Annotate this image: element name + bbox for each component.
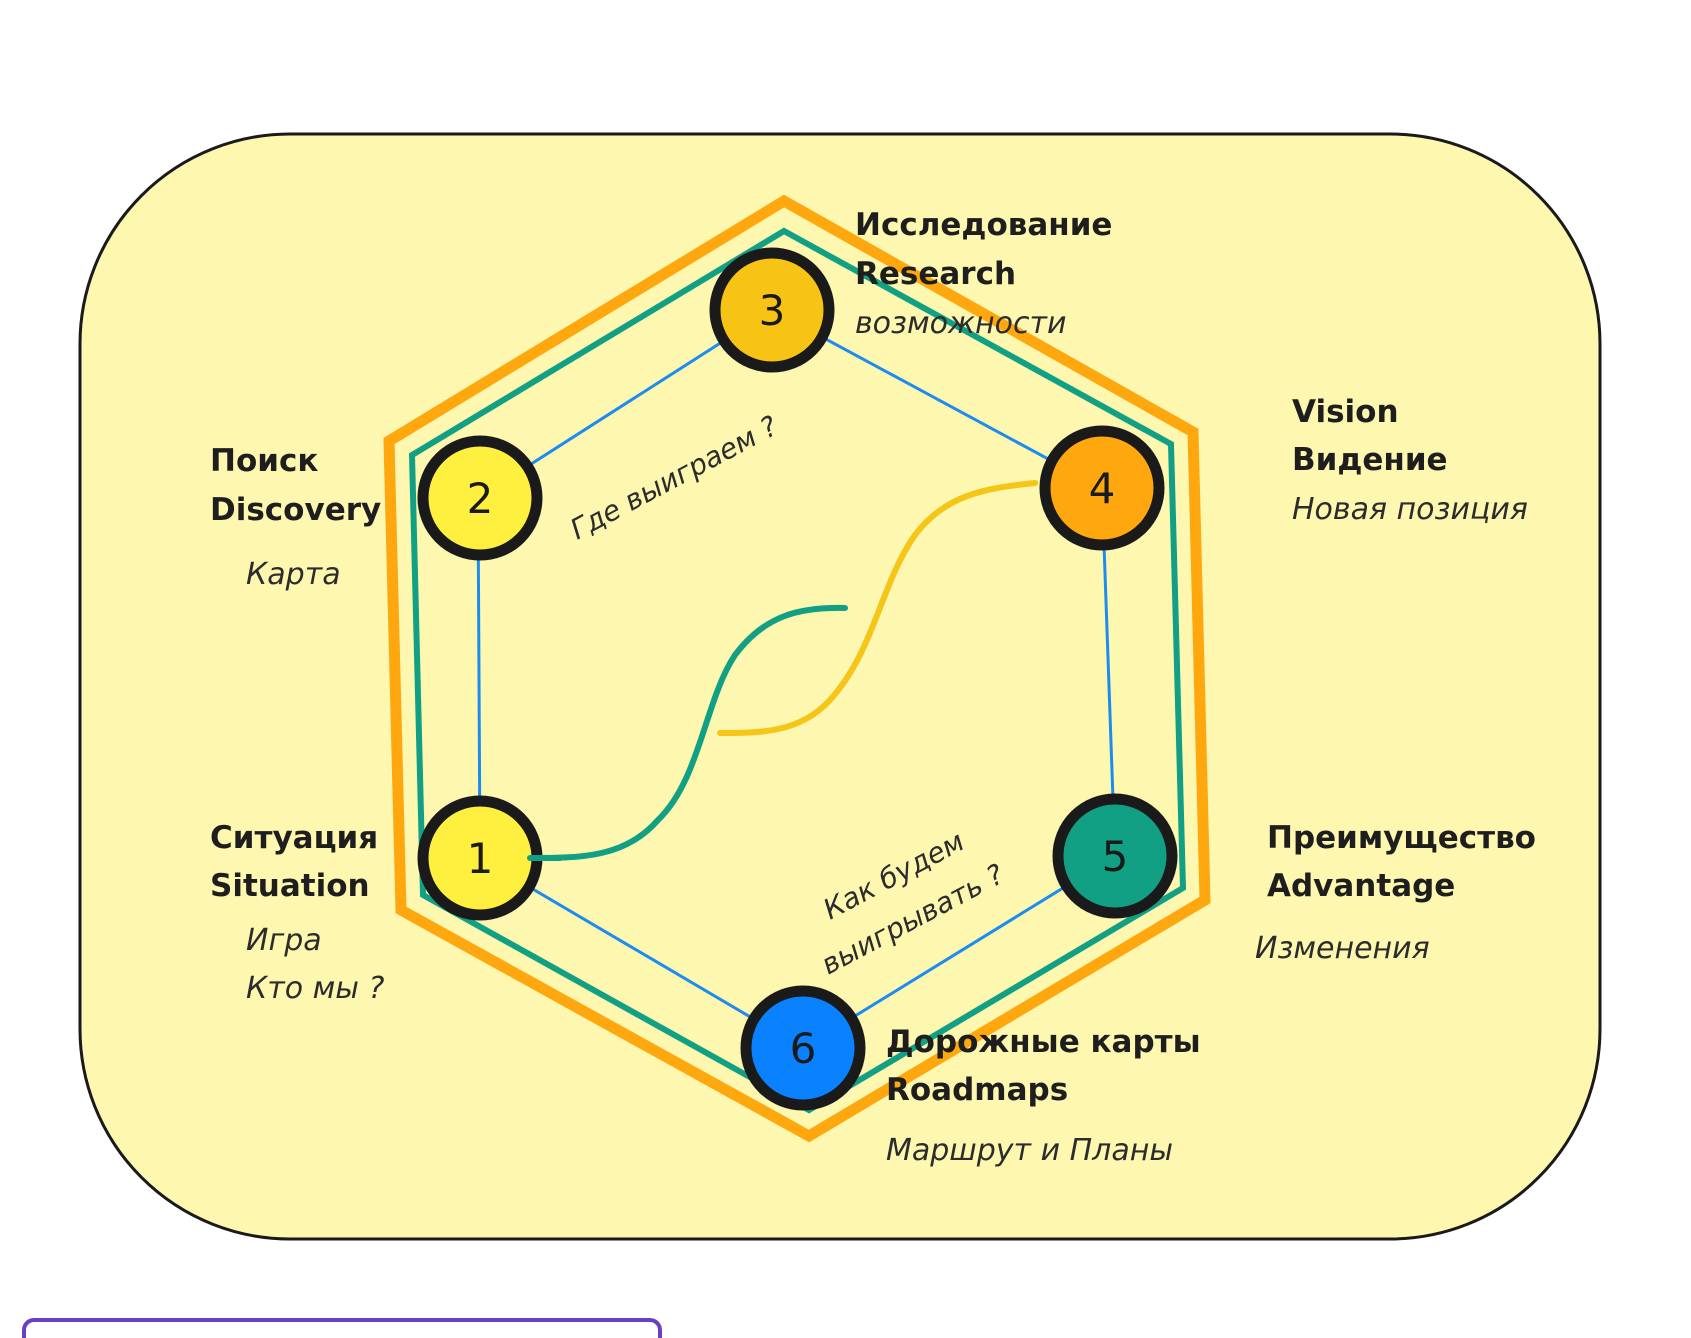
yellow-path-curve	[717, 480, 1038, 736]
node-2-subtitle: Карта	[246, 557, 341, 592]
node-3-title-en: Research	[855, 256, 1016, 292]
node-4-subtitle: Новая позиция	[1292, 492, 1528, 527]
node-1-subtitle: Игра	[246, 923, 322, 958]
node-4-title-ru: Видение	[1292, 442, 1448, 478]
node-3-number: 3	[759, 286, 786, 335]
node-2-title-en: Discovery	[210, 492, 381, 528]
outer-hexagon	[383, 194, 1211, 1143]
node-6-title-en: Roadmaps	[886, 1072, 1068, 1108]
node-4: 4	[1039, 425, 1165, 551]
node-6-circle	[740, 985, 866, 1111]
node-3-subtitle: возможности	[855, 306, 1066, 341]
node-2-number: 2	[467, 474, 494, 523]
node-1: 1	[417, 795, 543, 921]
node-6-subtitle: Маршрут и Планы	[886, 1133, 1173, 1168]
node-2: 2	[417, 435, 543, 561]
node-1-title: Ситуация	[210, 820, 378, 856]
node-4-number: 4	[1089, 464, 1116, 513]
teal-path-curve	[527, 604, 848, 861]
node-4-title: Vision	[1292, 394, 1399, 430]
node-5-title: Преимущество	[1267, 820, 1536, 856]
node-6: 6	[740, 985, 866, 1111]
node-1-subtitle-2: Кто мы ?	[246, 971, 385, 1006]
node-5-subtitle: Изменения	[1255, 931, 1430, 966]
bottom-purple-frame	[22, 1318, 662, 1338]
node-3-circle	[709, 247, 835, 373]
node-6-number: 6	[790, 1024, 817, 1073]
node-1-number: 1	[467, 834, 494, 883]
node-5-number: 5	[1102, 832, 1129, 881]
node-2-title: Поиск	[210, 443, 318, 479]
node-5-circle	[1052, 793, 1178, 919]
node-5-title-en: Advantage	[1267, 868, 1455, 904]
node-6-title: Дорожные карты	[886, 1024, 1201, 1060]
node-3: 3	[709, 247, 835, 373]
node-4-circle	[1039, 425, 1165, 551]
node-1-title-en: Situation	[210, 868, 370, 904]
node-5: 5	[1052, 793, 1178, 919]
node-3-title: Исследование	[855, 207, 1112, 243]
node-2-circle	[417, 435, 543, 561]
